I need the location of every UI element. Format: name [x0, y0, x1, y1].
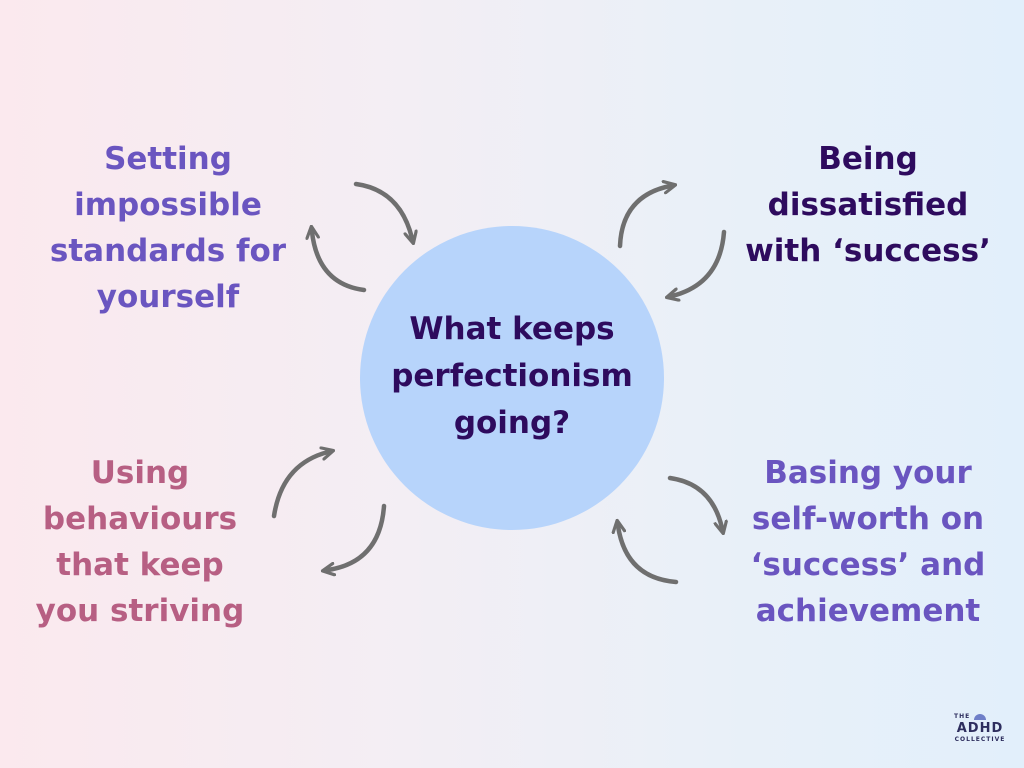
center-question: What keeps perfectionism going? — [360, 306, 664, 447]
arrow-tl-inner — [312, 232, 367, 293]
factor-line: that keep — [56, 547, 224, 583]
factor-dissatisfied-with-success: Being dissatisfied with ‘success’ — [732, 136, 1004, 274]
arrow-tl-outer — [353, 181, 412, 238]
arrow-tr-inner — [617, 186, 670, 249]
arrow-br-inner — [618, 526, 679, 585]
arrow-tr-outer — [672, 229, 727, 296]
factor-line: Using — [90, 455, 190, 491]
center-line: going? — [453, 405, 571, 441]
factor-impossible-standards: Setting impossible standards for yoursel… — [28, 136, 308, 320]
center-line: What keeps — [409, 311, 615, 347]
factor-line: Basing your — [764, 455, 972, 491]
factor-line: behaviours — [42, 501, 238, 537]
factor-line: with ‘success’ — [745, 233, 991, 269]
factor-line: Being — [818, 141, 918, 177]
factor-line: dissatisfied — [767, 187, 969, 223]
factor-striving-behaviours: Using behaviours that keep you striving — [14, 450, 266, 634]
factor-line: ‘success’ and — [750, 547, 986, 583]
factor-line: standards for — [49, 233, 287, 269]
factor-line: impossible — [74, 187, 262, 223]
logo-adhd: ADHD — [956, 721, 1004, 736]
sun-icon — [974, 714, 986, 720]
arrow-bl-inner — [271, 452, 328, 519]
adhd-collective-logo: THE ADHD COLLECTIVE — [950, 712, 1010, 756]
arrow-br-outer — [667, 475, 722, 528]
factor-line: yourself — [96, 279, 240, 315]
logo-collective: COLLECTIVE — [954, 736, 1006, 743]
factor-line: Setting — [104, 141, 232, 177]
logo-the: THE — [954, 713, 971, 720]
center-line: perfectionism — [391, 358, 633, 394]
center-circle — [360, 226, 664, 530]
factor-line: achievement — [755, 593, 981, 629]
arrow-bl-outer — [328, 503, 387, 570]
factor-line: you striving — [35, 593, 245, 629]
factor-line: self-worth on — [751, 501, 985, 537]
factor-self-worth-on-success: Basing your self-worth on ‘success’ and … — [738, 450, 998, 634]
